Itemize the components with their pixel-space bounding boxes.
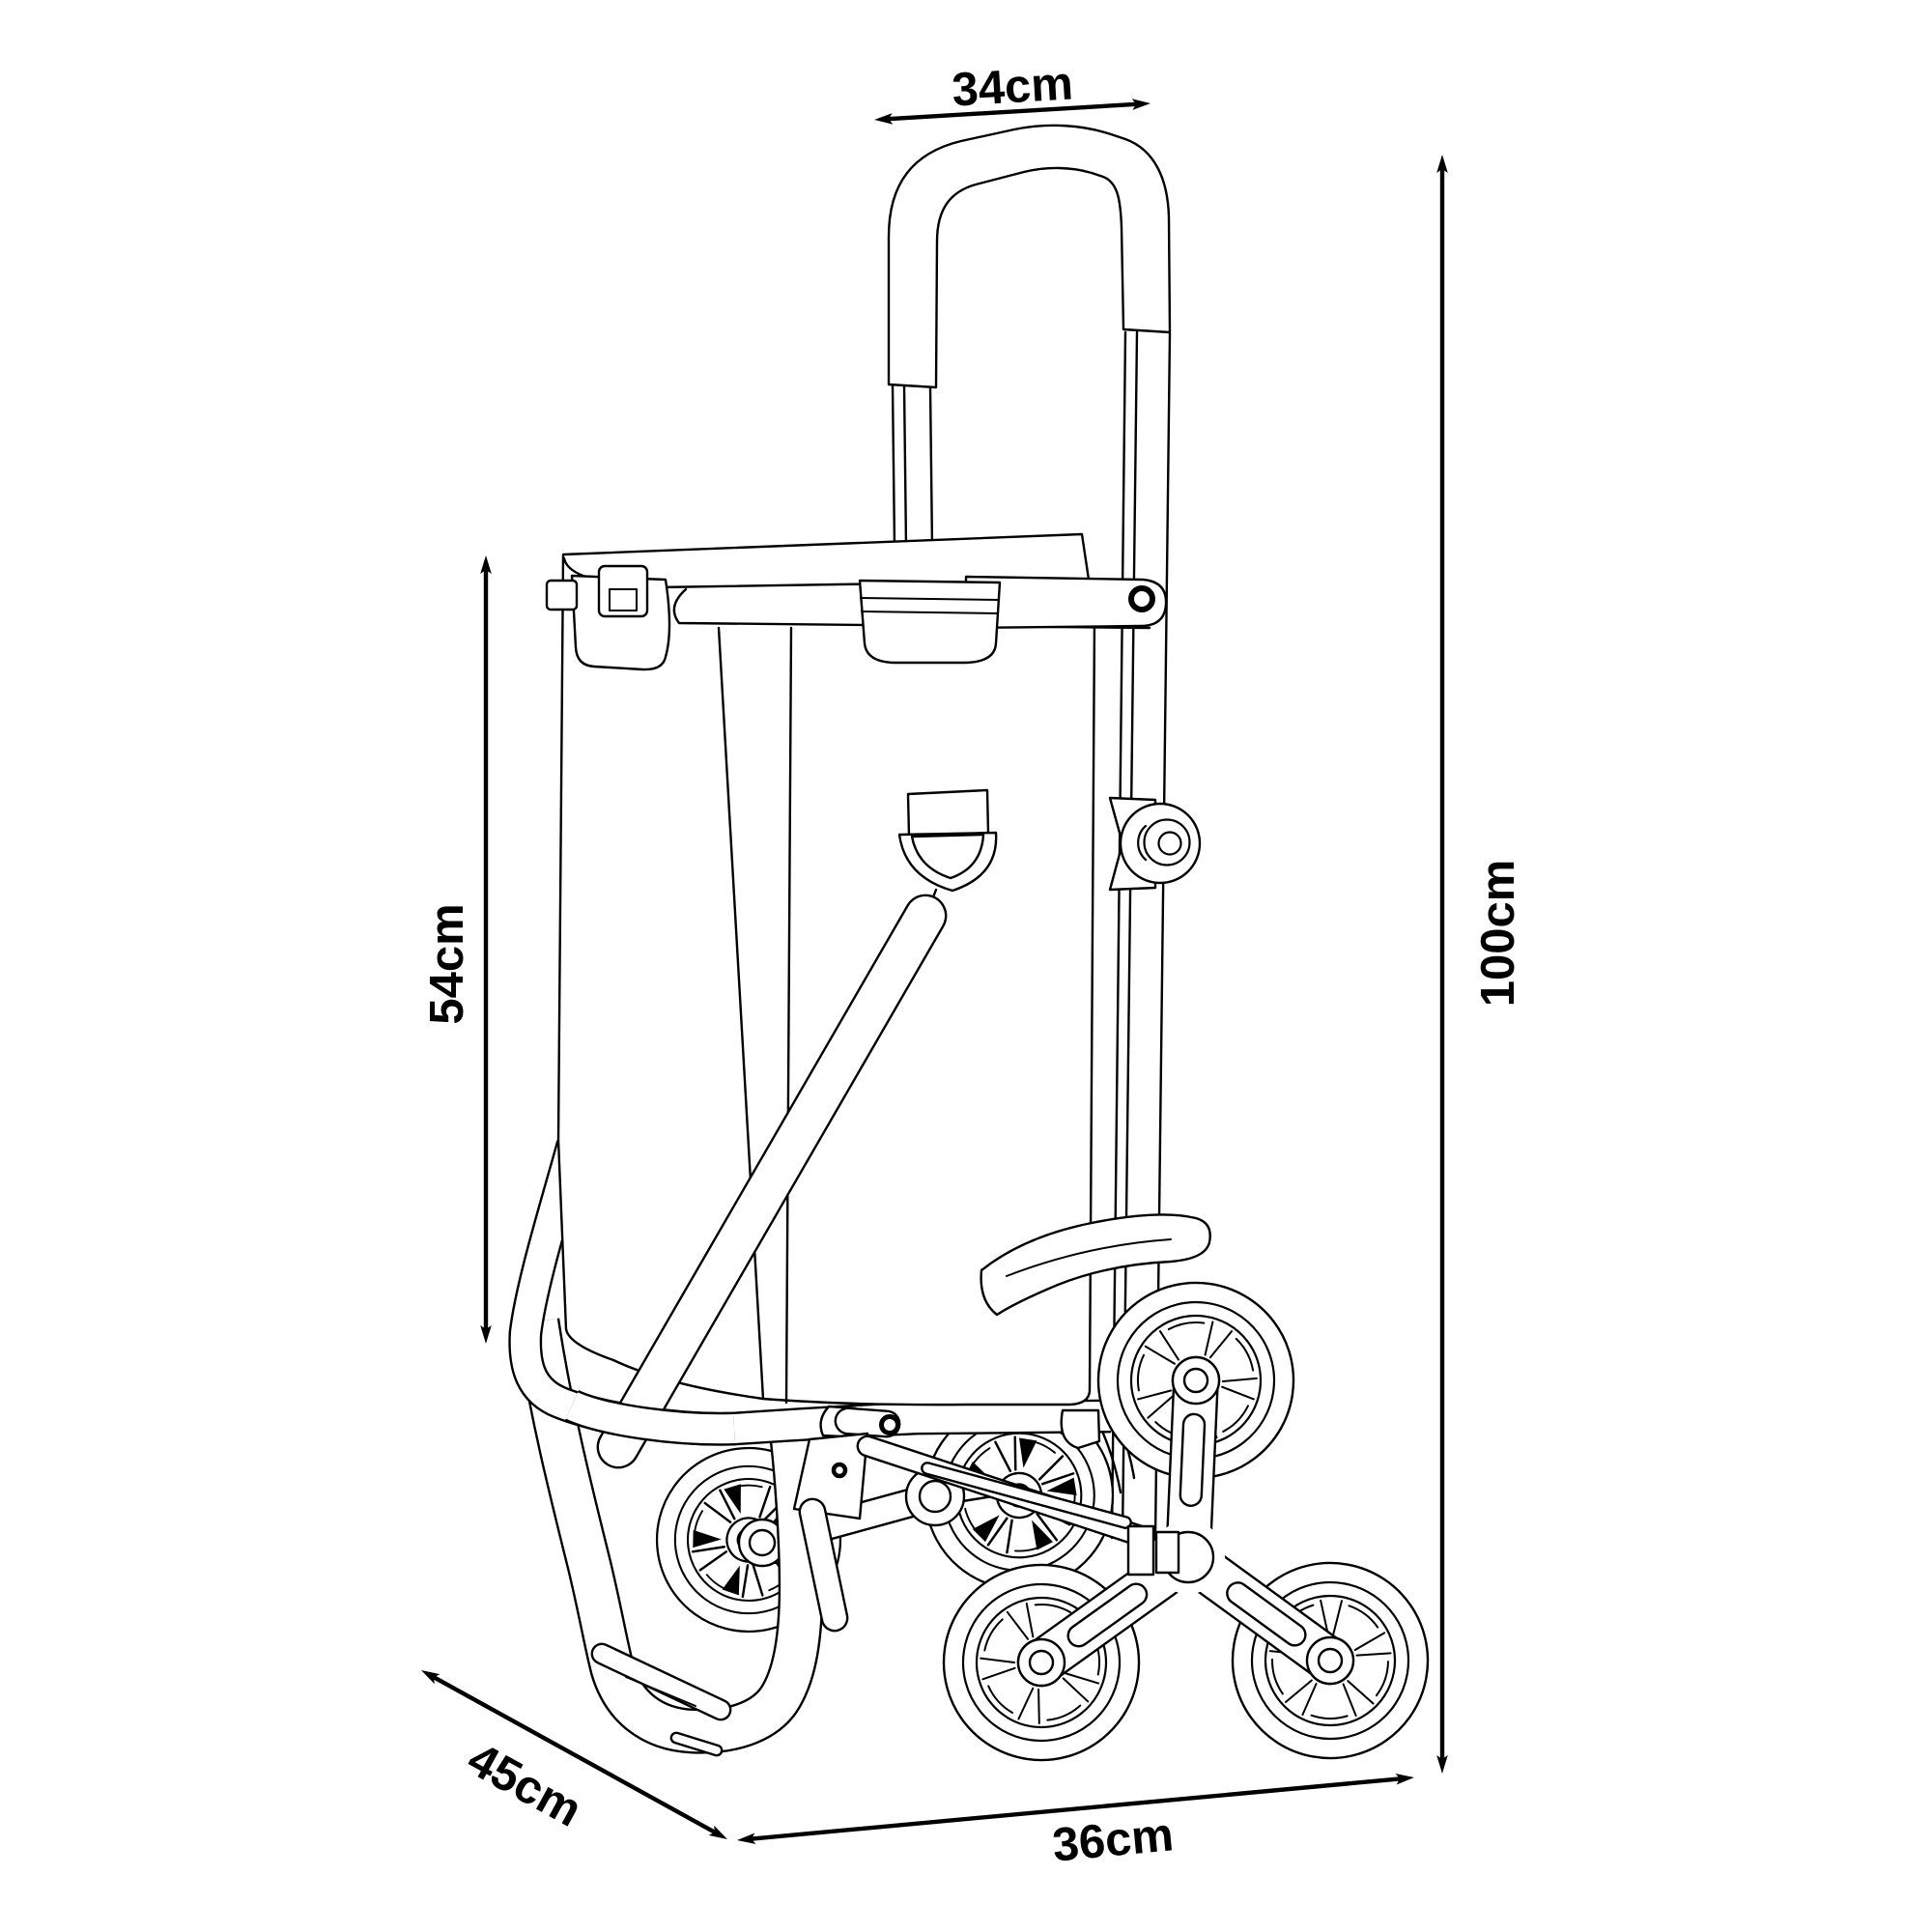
svg-text:54cm: 54cm (421, 903, 473, 1024)
svg-text:34cm: 34cm (951, 57, 1074, 116)
svg-text:100cm: 100cm (1472, 860, 1524, 1008)
svg-text:36cm: 36cm (1050, 1808, 1176, 1871)
